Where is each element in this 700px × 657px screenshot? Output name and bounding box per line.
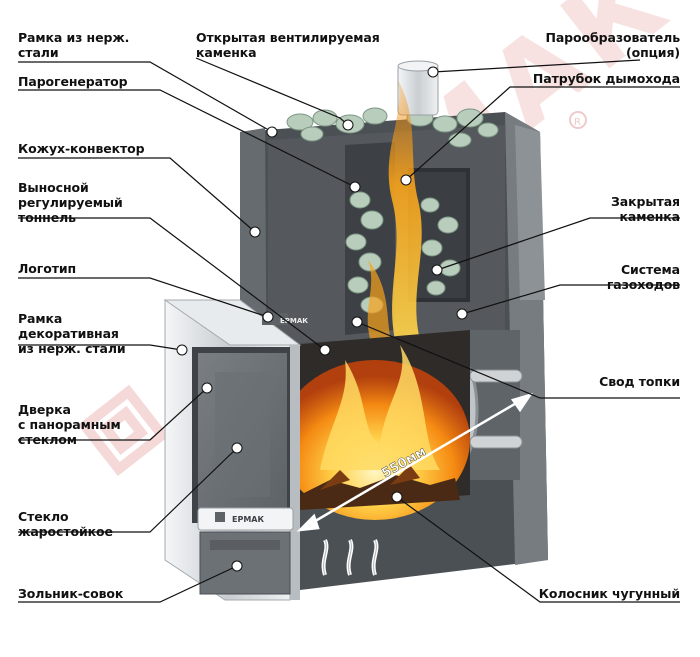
label-ash-pan: Зольник-совок	[18, 586, 124, 601]
label-firebox-vault: Свод топки	[599, 374, 680, 389]
steam-maker-pipe	[397, 60, 439, 116]
label-open-heater: Открытая вентилируемая каменка	[196, 30, 380, 60]
front-assembly	[163, 299, 302, 601]
label-door-panoramic: Дверка с панорамным стеклом	[18, 402, 121, 447]
label-chimney-pipe: Патрубок дымохода	[532, 71, 680, 86]
firebox	[280, 330, 470, 520]
label-steam-generator: Парогенератор	[18, 74, 128, 89]
heater-chamber	[268, 125, 505, 345]
label-remote-tunnel: Выносной регулируемый тоннель	[18, 180, 123, 225]
label-steam-maker: Парообразователь (опция)	[545, 30, 680, 60]
label-deco-frame: Рамка декоративная из нерж. стали	[18, 311, 126, 356]
dimension-arrow	[296, 392, 533, 532]
brand-mark-front: ЕРМАК	[232, 515, 264, 524]
label-casing-convector: Кожух-конвектор	[18, 141, 145, 156]
leader-lines	[18, 57, 680, 603]
label-logo: Логотип	[18, 261, 77, 276]
label-cast-grate: Колосник чугунный	[538, 586, 680, 601]
label-glass-heatproof: Стекло жаростойкое	[18, 509, 113, 539]
label-frame-steel: Рамка из нерж. стали	[18, 30, 130, 60]
air-arrow-outlines	[323, 539, 377, 576]
registered-mark: R	[569, 111, 587, 129]
svg-text:R: R	[574, 117, 581, 128]
leader-dots	[176, 66, 468, 572]
label-gas-system: Система газоходов	[606, 262, 680, 292]
rising-flame	[367, 80, 422, 345]
label-closed-heater: Закрытая каменка	[611, 194, 680, 224]
brand-mark-top: ЕРМАК	[280, 317, 308, 325]
